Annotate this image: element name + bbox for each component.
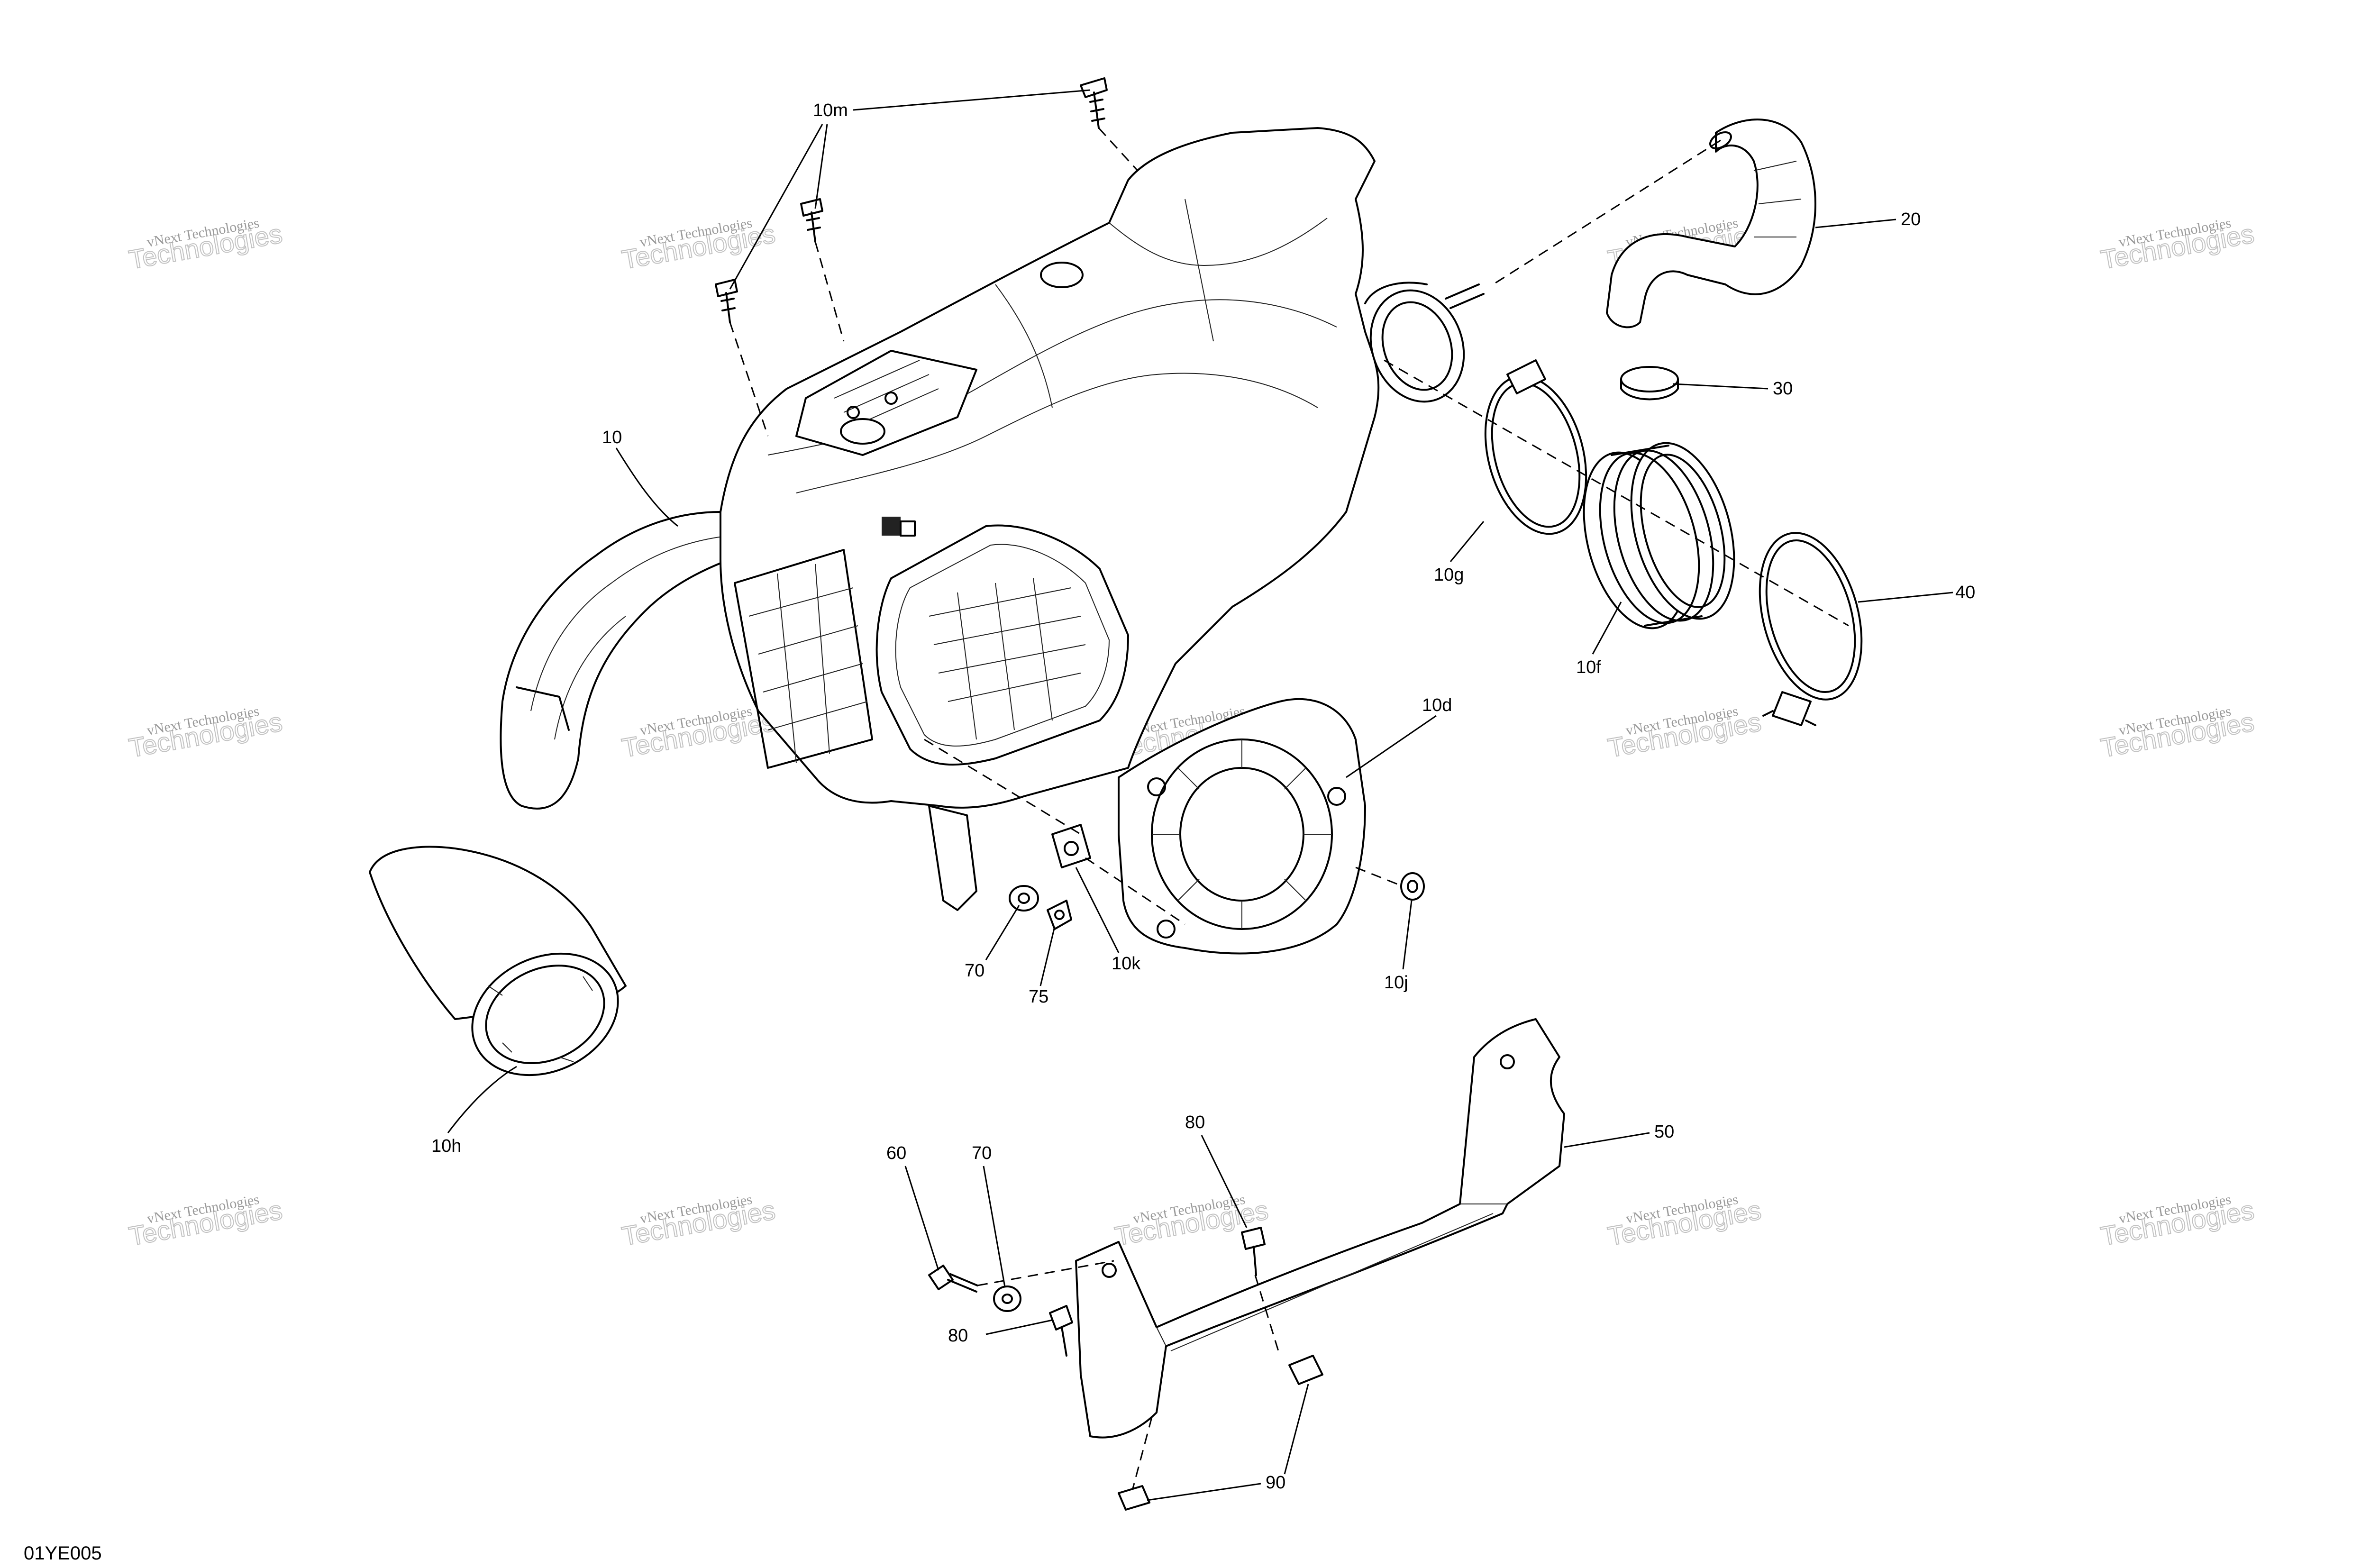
fastener-set-upper <box>715 77 1425 930</box>
callout-10m: 10m <box>813 100 848 120</box>
callout-80-top: 80 <box>1185 1112 1205 1132</box>
callout-40: 40 <box>1955 583 1975 602</box>
airbox-cover <box>1118 698 1366 955</box>
callout-20: 20 <box>1901 210 1921 229</box>
callout-10g: 10g <box>1434 565 1464 585</box>
callout-30: 30 <box>1773 379 1793 399</box>
callout-75: 75 <box>1029 987 1048 1007</box>
callout-60: 60 <box>886 1143 906 1163</box>
callout-90: 90 <box>1266 1473 1285 1493</box>
airbox-assembly <box>500 127 1485 911</box>
small-hose-clamp <box>1620 366 1679 401</box>
outlet-bellows <box>1583 442 1735 629</box>
callout-10j: 10j <box>1384 973 1408 993</box>
mounting-bracket <box>1075 1018 1565 1439</box>
callout-10h: 10h <box>431 1136 461 1156</box>
figure-code: 01YE005 <box>24 1543 102 1564</box>
assembly-axes <box>729 127 1849 1489</box>
callout-70-lower: 70 <box>972 1143 992 1163</box>
leader-lines <box>447 89 1953 1501</box>
callout-10d: 10d <box>1422 695 1452 715</box>
outlet-clamp <box>1484 359 1587 535</box>
callout-10: 10 <box>602 428 622 447</box>
callout-labels: 10m 10 20 30 10g 40 10f 10d 10j 10k 70 7… <box>431 100 1975 1493</box>
callout-10k: 10k <box>1112 954 1141 974</box>
callout-70-upper: 70 <box>965 961 984 981</box>
breather-hose <box>1606 119 1816 328</box>
air-filter-element <box>369 846 627 1076</box>
callout-10f: 10f <box>1576 657 1601 677</box>
callout-50: 50 <box>1654 1122 1674 1142</box>
bellows-clamp <box>1759 532 1863 726</box>
callout-80-left: 80 <box>948 1326 968 1346</box>
